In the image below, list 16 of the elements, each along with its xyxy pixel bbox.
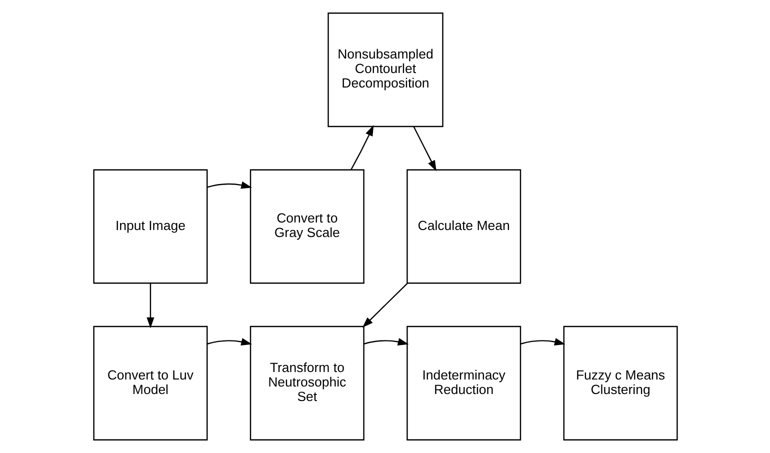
node-box: Fuzzy c Means Clustering [562, 326, 678, 440]
arrow [363, 338, 408, 346]
arrow [520, 338, 565, 346]
node-box: Input Image [92, 169, 208, 284]
arrow [350, 125, 374, 170]
arrow [412, 126, 436, 172]
arrow [206, 181, 252, 189]
arrow [206, 338, 252, 346]
node-box: Convert to Gray Scale [249, 169, 364, 284]
node-box: Indeterminacy Reduction [406, 326, 521, 440]
node-box: Convert to Luv Model [92, 326, 208, 440]
node-box: Transform to Neutrosophic Set [249, 326, 364, 440]
node-box: Nonsubsampled Contourlet Decomposition [327, 12, 443, 128]
arrow [362, 282, 408, 328]
node-box: Calculate Mean [406, 169, 521, 284]
arrow [146, 283, 154, 328]
